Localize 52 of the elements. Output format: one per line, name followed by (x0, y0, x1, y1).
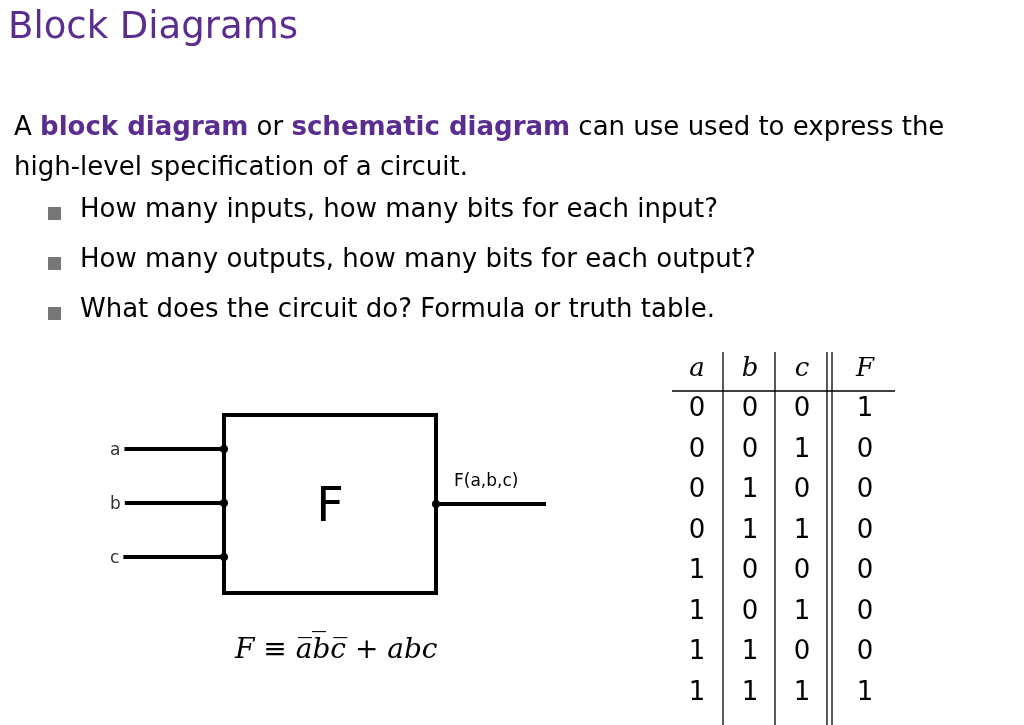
table-cell-text: 1 (740, 473, 760, 503)
table-cell-text: 1 (687, 554, 707, 584)
edge-label: F(a,b,c) (454, 470, 519, 490)
table-cell-text: 0 (855, 513, 875, 544)
table-cell-text: 0 (792, 635, 812, 665)
table-cell-text: 0 (855, 554, 875, 584)
table-cell-text: 0 (740, 432, 760, 463)
table-cell-text: 1 (740, 675, 760, 706)
input-line (124, 499, 228, 507)
output-line (432, 500, 546, 508)
table-cell-text: 0 (855, 473, 875, 503)
table-cell-text: 1 (792, 513, 812, 544)
column-header: c (793, 352, 811, 382)
table-cell-text: 0 (792, 554, 812, 584)
table-cell-text: 1 (740, 635, 760, 665)
column-header: b (740, 352, 760, 382)
table-cell-text: 1 (855, 675, 875, 706)
block-label: F (316, 476, 344, 532)
table-cell-text: 0 (687, 473, 707, 503)
input-line (123, 553, 228, 561)
table-cell-text: 0 (687, 432, 707, 463)
table-cell-text: 0 (687, 513, 707, 544)
table-cell-text: 0 (792, 392, 812, 422)
table-cell-text: 1 (687, 635, 707, 665)
table-cell-text: 0 (740, 392, 760, 422)
column-header: a (688, 352, 706, 382)
slide-title: Block Diagrams (8, 4, 298, 47)
table-cell-text: 0 (740, 594, 760, 625)
table-cell-text: 0 (855, 432, 875, 463)
table-cell-text: 1 (740, 513, 760, 544)
table-cell-text: 0 (792, 473, 812, 503)
input-line (124, 445, 228, 453)
table-cell-text: 1 (792, 432, 812, 463)
table-cell-text: 0 (740, 554, 760, 584)
table-cell-text: 0 (687, 392, 707, 422)
table-cell-text: 0 (855, 594, 875, 625)
table-cell-text: 1 (855, 392, 875, 422)
input-label: c (110, 547, 120, 567)
input-label: a (110, 439, 121, 459)
block-box (222, 413, 438, 595)
input-label: b (110, 493, 121, 513)
bullet-text: What does the circuit do? Formula or truth table. (80, 293, 715, 323)
formula: F ≡ a̅b̅c̅ + abc (235, 632, 438, 665)
table-cell-text: 0 (855, 635, 875, 665)
bullet-text: How many inputs, how many bits for each input? (80, 193, 719, 223)
table-cell-text: 1 (792, 594, 812, 625)
table-cell-text: 1 (687, 675, 707, 706)
bullet-text: How many outputs, how many bits for each output? (80, 243, 756, 273)
column-header: F (854, 352, 876, 382)
paragraph: A block diagram or schematic diagram can use used to express the high-level specification of a circuit. (14, 110, 946, 183)
table-cell-text: 1 (687, 594, 707, 625)
table-cell-text: 1 (792, 675, 812, 706)
